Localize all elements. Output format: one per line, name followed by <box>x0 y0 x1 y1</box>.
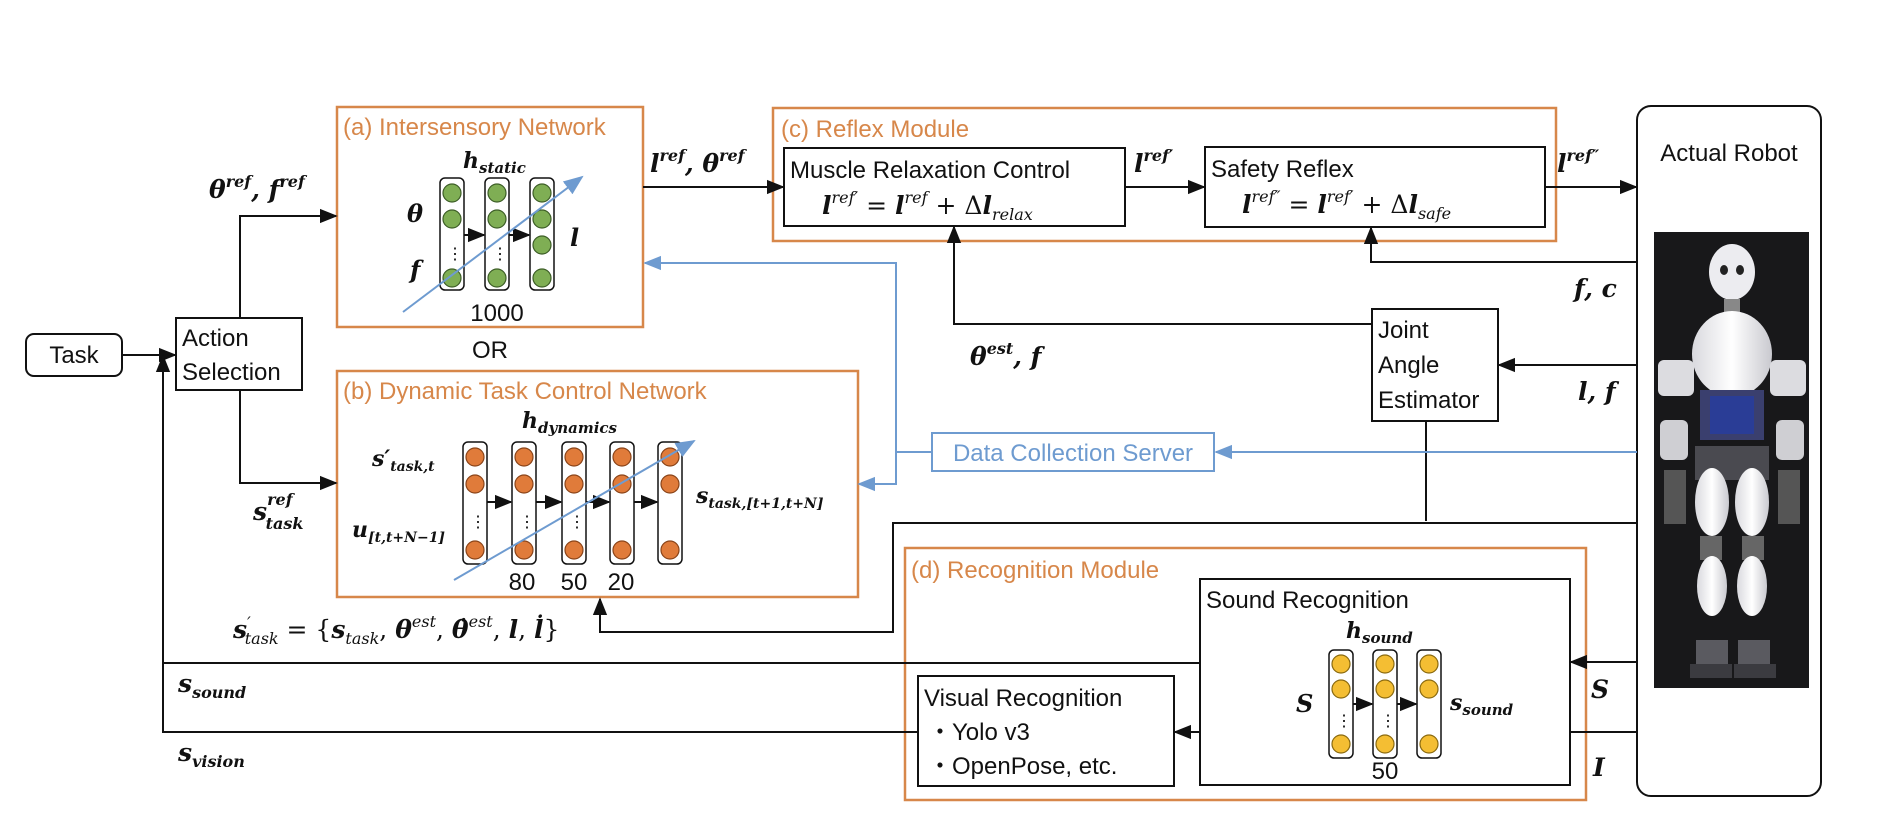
muscle-title: Muscle Relaxation Control <box>790 157 1070 184</box>
signal-l-f: l, f <box>1578 377 1620 406</box>
data-server-label: Data Collection Server <box>953 440 1193 467</box>
dynamic-hidden-label: hdynamics <box>522 408 618 437</box>
input-f-label: f <box>408 255 424 284</box>
visual-recognition-title: Visual Recognition <box>924 685 1122 712</box>
dynamic-units-80: 80 <box>509 569 536 596</box>
connectors <box>122 179 1638 740</box>
svg-text:⋮: ⋮ <box>569 514 585 531</box>
dynamic-layers: ⋮ ⋮ ⋮ <box>453 439 696 581</box>
joint-estimator-line1: Joint <box>1378 317 1429 344</box>
intersensory-title: (a) Intersensory Network <box>343 114 607 141</box>
sound-input-S: S <box>1296 689 1313 718</box>
signal-theta-f-ref: θref, fref <box>209 172 308 204</box>
signal-theta-est-f: θest, f <box>970 339 1046 371</box>
sound-output-label: ssound <box>1449 690 1514 719</box>
recognition-module: (d) Recognition Module Sound Recognition… <box>903 546 1588 802</box>
task-box: Task <box>25 333 123 377</box>
visual-item-yolo: ・Yolo v3 <box>928 719 1030 746</box>
dynamic-title: (b) Dynamic Task Control Network <box>343 378 708 405</box>
intersensory-layers: ⋮ ⋮ <box>402 175 584 313</box>
sound-hidden-label: hsound <box>1346 618 1413 647</box>
sound-units: 50 <box>1372 758 1399 785</box>
signal-S: S <box>1591 675 1609 704</box>
signal-s-sound: ssound <box>177 669 246 702</box>
joint-angle-estimator-box: Joint Angle Estimator <box>1371 308 1499 422</box>
intersensory-units: 1000 <box>470 300 523 327</box>
safety-reflex-box: Safety Reflex lref″ = lref′ + Δlsafe <box>1204 146 1546 228</box>
signal-l-ref-prime: lref′ <box>1134 146 1174 178</box>
muscle-equation: lref′ = lref + Δlrelax <box>822 188 1033 224</box>
robot-photo <box>1654 232 1809 688</box>
input-theta-label: θ <box>407 199 423 228</box>
joint-estimator-line3: Estimator <box>1378 387 1479 414</box>
signal-I: I <box>1592 753 1606 782</box>
svg-text:⋮: ⋮ <box>447 246 463 263</box>
svg-text:⋮: ⋮ <box>470 514 486 531</box>
visual-item-openpose: ・OpenPose, etc. <box>928 753 1117 780</box>
sound-recognition-box: Sound Recognition hsound S ssound 50 ⋮ ⋮ <box>1199 578 1571 786</box>
output-l-label: l <box>570 223 579 252</box>
safety-equation: lref″ = lref′ + Δlsafe <box>1242 187 1451 223</box>
signal-f-c: f, c <box>1572 274 1617 303</box>
svg-text:⋮: ⋮ <box>492 246 508 263</box>
action-selection-box: Action Selection <box>175 317 303 391</box>
input-u-label: u[t,t+N−1] <box>352 517 445 546</box>
intersensory-hidden-label: hstatic <box>463 148 526 177</box>
signal-s-vision: svision <box>177 738 245 771</box>
reflex-module: (c) Reflex Module Muscle Relaxation Cont… <box>771 106 1558 243</box>
recognition-title: (d) Recognition Module <box>911 557 1159 584</box>
dynamic-units-20: 20 <box>608 569 635 596</box>
sound-recognition-title: Sound Recognition <box>1206 587 1409 614</box>
signal-s-task-prime-eq: s′task = {stask, θest, θ̇est, l, l̇} <box>232 612 559 648</box>
svg-text:⋮: ⋮ <box>1336 713 1352 730</box>
reflex-title: (c) Reflex Module <box>781 116 969 143</box>
action-selection-line1: Action <box>182 325 249 352</box>
task-label: Task <box>49 342 99 369</box>
actual-robot-label: Actual Robot <box>1660 140 1798 167</box>
visual-recognition-box: Visual Recognition ・Yolo v3 ・OpenPose, e… <box>917 675 1175 787</box>
input-s-task-label: s′task,t <box>371 446 435 475</box>
or-label: OR <box>472 337 508 364</box>
signal-l-ref-dprime: lref″ <box>1557 146 1600 178</box>
output-s-task-label: stask,[t+1,t+N] <box>695 483 824 512</box>
svg-text:⋮: ⋮ <box>519 514 535 531</box>
dynamic-task-network-module: (b) Dynamic Task Control Network hdynami… <box>335 369 860 599</box>
actual-robot-panel: Actual Robot <box>1636 105 1822 797</box>
safety-title: Safety Reflex <box>1211 156 1354 183</box>
dynamic-units-50: 50 <box>561 569 588 596</box>
data-collection-server-box: Data Collection Server <box>931 432 1215 472</box>
intersensory-network-module: (a) Intersensory Network hstatic θ f l 1… <box>335 105 645 329</box>
sound-layers: ⋮ ⋮ <box>1328 649 1442 759</box>
signal-l-theta-ref: lref, θref <box>650 146 748 178</box>
svg-text:⋮: ⋮ <box>1380 713 1396 730</box>
joint-estimator-line2: Angle <box>1378 352 1439 379</box>
action-selection-line2: Selection <box>182 359 281 386</box>
muscle-relaxation-box: Muscle Relaxation Control lref′ = lref +… <box>783 147 1126 227</box>
